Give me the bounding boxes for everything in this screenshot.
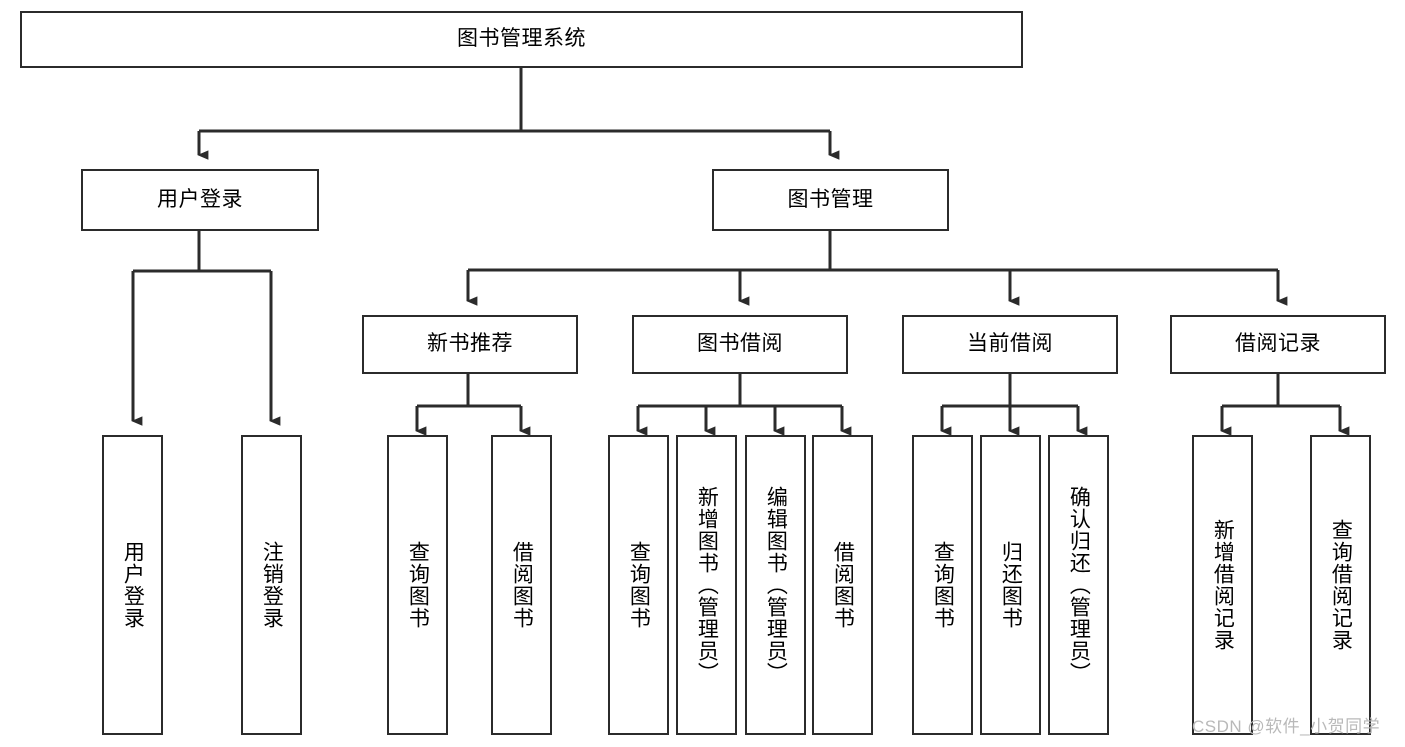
node-leaf-edit-book[interactable]: 编辑图书（管理员） bbox=[745, 435, 806, 735]
node-leaf-add-record-label: 新增借阅记录 bbox=[1211, 519, 1235, 651]
node-book-manage-label: 图书管理 bbox=[787, 187, 874, 211]
node-leaf-confirm-return-label: 确认归还（管理员） bbox=[1067, 486, 1091, 684]
csdn-watermark: CSDN @软件_小贺同学 bbox=[1192, 717, 1381, 736]
node-borrow-record[interactable]: 借阅记录 bbox=[1170, 315, 1386, 374]
node-leaf-add-book[interactable]: 新增图书（管理员） bbox=[676, 435, 737, 735]
node-leaf-logout[interactable]: 注销登录 bbox=[241, 435, 302, 735]
node-leaf-query-record-label: 查询借阅记录 bbox=[1329, 519, 1353, 651]
node-book-borrow-label: 图书借阅 bbox=[697, 332, 783, 356]
node-leaf-query-book-2[interactable]: 查询图书 bbox=[608, 435, 669, 735]
node-leaf-return-book-label: 归还图书 bbox=[999, 541, 1023, 629]
node-root-label: 图书管理系统 bbox=[457, 27, 586, 51]
node-leaf-query-book-3[interactable]: 查询图书 bbox=[912, 435, 973, 735]
node-leaf-add-record[interactable]: 新增借阅记录 bbox=[1192, 435, 1253, 735]
node-leaf-query-record[interactable]: 查询借阅记录 bbox=[1310, 435, 1371, 735]
node-new-book-rec-label: 新书推荐 bbox=[427, 332, 513, 356]
node-new-book-rec[interactable]: 新书推荐 bbox=[362, 315, 578, 374]
node-leaf-query-book-2-label: 查询图书 bbox=[627, 541, 651, 629]
node-leaf-query-book-1[interactable]: 查询图书 bbox=[387, 435, 448, 735]
node-leaf-query-book-3-label: 查询图书 bbox=[931, 541, 955, 629]
node-leaf-borrow-book-2[interactable]: 借阅图书 bbox=[812, 435, 873, 735]
node-leaf-user-login-label: 用户登录 bbox=[121, 541, 145, 629]
node-leaf-query-book-1-label: 查询图书 bbox=[406, 541, 430, 629]
node-leaf-user-login[interactable]: 用户登录 bbox=[102, 435, 163, 735]
node-borrow-record-label: 借阅记录 bbox=[1235, 332, 1321, 356]
node-current-borrow[interactable]: 当前借阅 bbox=[902, 315, 1118, 374]
node-leaf-borrow-book-2-label: 借阅图书 bbox=[831, 541, 855, 629]
node-leaf-confirm-return[interactable]: 确认归还（管理员） bbox=[1048, 435, 1109, 735]
node-leaf-borrow-book-1-label: 借阅图书 bbox=[510, 541, 534, 629]
node-leaf-add-book-label: 新增图书（管理员） bbox=[695, 486, 719, 684]
node-book-manage[interactable]: 图书管理 bbox=[712, 169, 949, 231]
node-root[interactable]: 图书管理系统 bbox=[20, 11, 1023, 68]
node-book-borrow[interactable]: 图书借阅 bbox=[632, 315, 848, 374]
node-leaf-logout-label: 注销登录 bbox=[260, 541, 284, 629]
node-user-login-label: 用户登录 bbox=[157, 187, 243, 211]
node-leaf-borrow-book-1[interactable]: 借阅图书 bbox=[491, 435, 552, 735]
node-leaf-return-book[interactable]: 归还图书 bbox=[980, 435, 1041, 735]
node-leaf-edit-book-label: 编辑图书（管理员） bbox=[764, 486, 788, 684]
node-current-borrow-label: 当前借阅 bbox=[967, 332, 1053, 356]
node-user-login[interactable]: 用户登录 bbox=[81, 169, 319, 231]
